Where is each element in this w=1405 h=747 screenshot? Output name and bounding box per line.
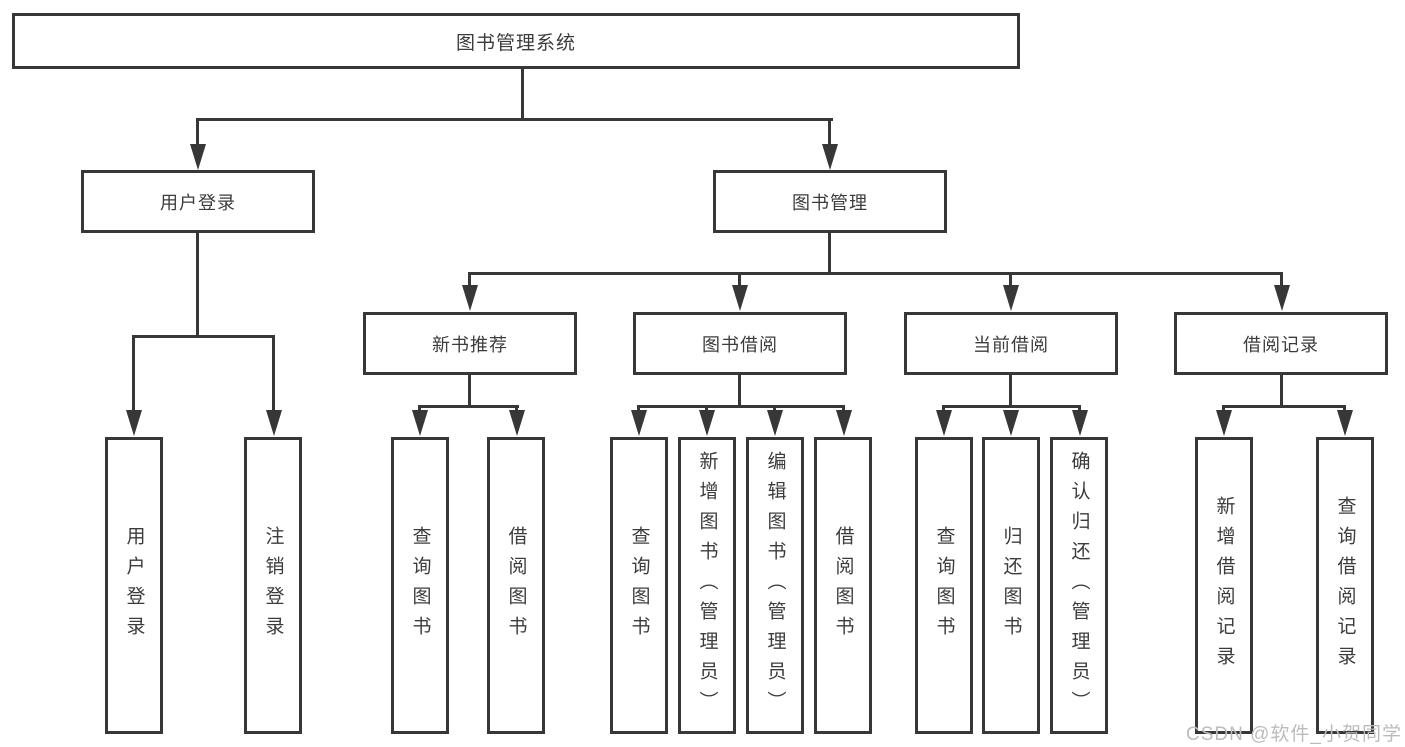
node-book-borrow-label: 图书借阅 (702, 334, 778, 355)
arrow-down-icon (699, 410, 715, 436)
arrow-down-icon (509, 410, 525, 436)
leaf-confirm-return-admin: 确认归还（管理员） (1050, 437, 1108, 734)
connector-stem (738, 375, 741, 408)
connector-drop-user-login (196, 118, 199, 150)
leaf-logout-label: 注销登录 (262, 525, 284, 646)
arrow-down-icon (1216, 410, 1232, 436)
arrow-down-icon (1274, 285, 1290, 311)
node-user-login-label: 用户登录 (160, 192, 236, 213)
connector-root-stem (521, 68, 524, 121)
leaf-query-book: 查询图书 (391, 437, 449, 734)
arrow-down-icon (126, 410, 142, 436)
node-library-system-label: 图书管理系统 (455, 32, 576, 54)
node-library-system: 图书管理系统 (12, 13, 1020, 69)
node-current-borrow: 当前借阅 (904, 312, 1118, 375)
leaf-user-login-label: 用户登录 (123, 525, 145, 646)
leaf-return-book-label: 归还图书 (1000, 525, 1022, 646)
connector-drop (272, 335, 275, 413)
arrow-down-icon (767, 410, 783, 436)
arrow-down-icon (1072, 410, 1088, 436)
connector-branch (418, 405, 519, 408)
node-book-management-label: 图书管理 (792, 192, 868, 213)
node-current-borrow-label: 当前借阅 (973, 334, 1049, 355)
connector-drop (468, 272, 471, 290)
csdn-watermark: CSDN @软件_小贺同学 (1186, 724, 1402, 745)
connector-level3-branch (468, 272, 1283, 275)
leaf-add-book-admin: 新增图书（管理员） (678, 437, 736, 734)
connector-level2-branch (196, 118, 833, 121)
arrow-down-icon (412, 410, 428, 436)
connector-stem (1009, 375, 1012, 408)
connector-book-management-stem (828, 233, 831, 275)
node-new-book-recommend: 新书推荐 (363, 312, 577, 375)
leaf-borrow-book: 借阅图书 (814, 437, 872, 734)
arrow-down-icon (936, 410, 952, 436)
arrow-down-icon (1337, 410, 1353, 436)
connector-stem (1280, 375, 1283, 408)
arrow-down-icon (1003, 410, 1019, 436)
node-user-login: 用户登录 (81, 170, 315, 233)
arrow-down-icon (190, 144, 206, 170)
leaf-query-book-label: 查询图书 (933, 525, 955, 646)
leaf-add-book-admin-label: 新增图书（管理员） (696, 450, 718, 721)
leaf-borrow-book-label: 借阅图书 (505, 525, 527, 646)
connector-branch (1222, 405, 1346, 408)
connector-drop (1280, 272, 1283, 290)
leaf-add-borrow-record: 新增借阅记录 (1195, 437, 1253, 734)
arrow-down-icon (462, 285, 478, 311)
leaf-borrow-book: 借阅图书 (487, 437, 545, 734)
leaf-logout: 注销登录 (244, 437, 302, 734)
leaf-edit-book-admin-label: 编辑图书（管理员） (764, 450, 786, 721)
connector-drop (738, 272, 741, 290)
arrow-down-icon (822, 144, 838, 170)
leaf-query-book: 查询图书 (610, 437, 668, 734)
node-borrow-record: 借阅记录 (1174, 312, 1388, 375)
connector-branch (637, 405, 845, 408)
node-borrow-record-label: 借阅记录 (1243, 334, 1319, 355)
connector-drop (1009, 272, 1012, 290)
leaf-query-book: 查询图书 (915, 437, 973, 734)
arrow-down-icon (631, 410, 647, 436)
leaf-user-login: 用户登录 (105, 437, 163, 734)
arrow-down-icon (1003, 285, 1019, 311)
leaf-query-book-label: 查询图书 (409, 525, 431, 646)
leaf-query-borrow-record: 查询借阅记录 (1316, 437, 1374, 734)
node-book-borrow: 图书借阅 (633, 312, 847, 375)
node-book-management: 图书管理 (713, 170, 947, 233)
arrow-down-icon (836, 410, 852, 436)
leaf-borrow-book-label: 借阅图书 (832, 525, 854, 646)
leaf-query-book-label: 查询图书 (628, 525, 650, 646)
leaf-add-borrow-record-label: 新增借阅记录 (1213, 495, 1235, 676)
connector-drop-book-management (828, 118, 831, 150)
leaf-edit-book-admin: 编辑图书（管理员） (746, 437, 804, 734)
node-new-book-recommend-label: 新书推荐 (432, 334, 508, 355)
leaf-query-borrow-record-label: 查询借阅记录 (1334, 495, 1356, 676)
connector-stem (468, 375, 471, 408)
connector-branch (942, 405, 1081, 408)
connector-user-login-stem (196, 233, 199, 337)
connector-user-login-branch (132, 335, 275, 338)
leaf-return-book: 归还图书 (982, 437, 1040, 734)
arrow-down-icon (266, 410, 282, 436)
leaf-confirm-return-admin-label: 确认归还（管理员） (1068, 450, 1090, 721)
arrow-down-icon (732, 285, 748, 311)
connector-drop (132, 335, 135, 413)
